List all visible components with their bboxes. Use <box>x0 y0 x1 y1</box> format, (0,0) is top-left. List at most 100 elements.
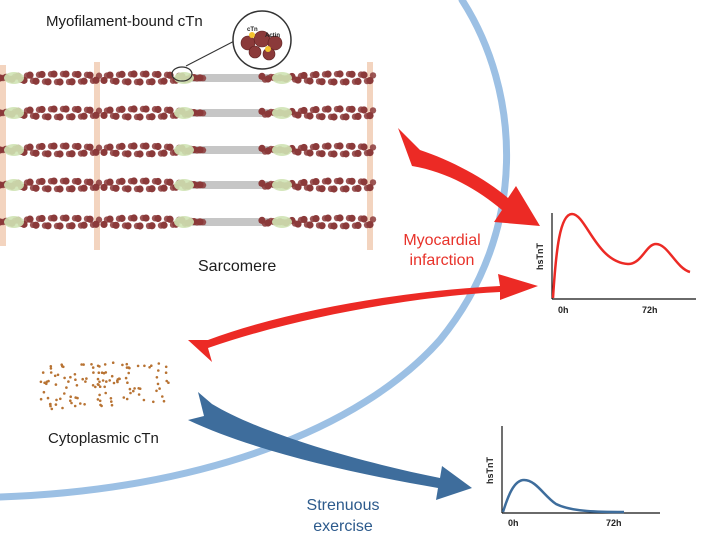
actin-bead <box>148 150 156 158</box>
ctn-dot <box>98 393 101 397</box>
actin-bead <box>336 70 344 78</box>
troponin-patch <box>4 144 24 156</box>
actin-bead <box>100 111 108 120</box>
ctn-dot <box>60 363 63 367</box>
actin-bead <box>44 150 52 158</box>
ctn-dot <box>103 385 106 389</box>
ctn-dot <box>91 384 95 387</box>
ctn-dot <box>158 387 161 390</box>
ctn-dot <box>156 382 160 386</box>
actin-bead <box>342 222 350 230</box>
actin-bead <box>142 105 150 113</box>
ctn-dot <box>84 380 87 383</box>
actin-bead <box>166 106 174 114</box>
ctn-dot <box>155 376 159 379</box>
actin-bead <box>118 177 126 185</box>
actin-bead <box>342 113 350 121</box>
actin-bead <box>330 113 338 121</box>
actin-bead <box>324 105 332 113</box>
ctn-dot <box>59 397 62 401</box>
actin-bead <box>342 150 350 158</box>
actin-bead <box>336 214 344 222</box>
actin-bead <box>306 149 314 157</box>
ctn-dot <box>63 376 66 380</box>
actin-bead <box>80 112 88 120</box>
ctn-dot <box>121 363 124 367</box>
actin-bead <box>106 143 114 151</box>
actin-bead <box>44 113 52 121</box>
actin-bead <box>154 70 162 79</box>
actin-bead <box>330 222 338 230</box>
actin-bead <box>95 179 103 186</box>
ctn-dot <box>65 386 68 389</box>
actin-bead <box>38 105 46 114</box>
ctn-dot <box>126 381 129 385</box>
actin-bead <box>95 107 103 114</box>
ctn-dot <box>69 395 72 399</box>
troponin-patch <box>4 72 24 84</box>
actin-bead <box>360 178 368 186</box>
actin-bead <box>312 143 320 151</box>
actin-bead <box>74 105 82 114</box>
actin-bead <box>369 72 377 79</box>
actin-bead <box>86 143 94 151</box>
ex-y-label: hsTnT <box>485 457 495 484</box>
ctn-dot <box>100 404 103 408</box>
actin-bead <box>199 218 207 226</box>
actin-bead <box>354 221 362 230</box>
actin-bead <box>56 150 64 158</box>
actin-bead <box>44 222 52 230</box>
red-arrow-upper <box>398 128 540 226</box>
cytoplasmic-label: Cytoplasmic cTn <box>48 430 159 447</box>
ctn-dot <box>54 403 58 406</box>
actin-bead <box>354 149 362 158</box>
actin-bead <box>118 142 126 150</box>
actin-bead <box>80 184 88 192</box>
zoom-ctn-label: cTn <box>247 27 258 33</box>
actin-bead <box>68 113 76 121</box>
actin-bead <box>112 112 120 120</box>
ctn-dot <box>98 385 102 389</box>
ex-tick-end: 72h <box>606 518 622 528</box>
actin-bead <box>44 185 52 193</box>
troponin-patch <box>272 216 292 228</box>
actin-bead <box>360 215 368 223</box>
ctn-dot <box>49 367 53 370</box>
actin-bead <box>369 107 377 114</box>
ctn-dot <box>117 377 121 381</box>
actin-bead <box>100 148 108 157</box>
actin-bead <box>130 177 138 185</box>
ctn-dot <box>63 392 66 395</box>
troponin-patch <box>272 179 292 191</box>
actin-bead <box>354 184 362 193</box>
actin-bead <box>68 150 76 158</box>
troponin-patch <box>4 179 24 191</box>
actin-bead <box>32 77 40 85</box>
mi-y-label: hsTnT <box>535 243 545 270</box>
ctn-dot <box>102 371 106 375</box>
actin-bead <box>38 70 46 79</box>
graph-strenuous-exercise <box>501 426 660 514</box>
troponin-patch <box>4 107 24 119</box>
ctn-dot <box>48 402 52 406</box>
actin-bead <box>336 105 344 113</box>
ctn-dot <box>67 380 70 383</box>
mi-tick-start: 0h <box>558 305 569 315</box>
troponin-marker <box>249 32 255 38</box>
ctn-dot <box>96 398 100 401</box>
actin-bead <box>68 78 76 86</box>
actin-bead <box>50 177 58 185</box>
actin-bead <box>74 142 82 151</box>
actin-bead <box>62 142 70 150</box>
ctn-dot <box>164 371 168 375</box>
ctn-dot <box>142 398 146 402</box>
actin-bead <box>80 77 88 85</box>
actin-bead <box>348 105 356 113</box>
actin-bead <box>354 112 362 121</box>
ctn-dot <box>97 371 101 375</box>
myocardial-infarction-label: Myocardial infarction <box>392 231 492 271</box>
actin-bead <box>86 71 94 79</box>
actin-bead <box>68 222 76 230</box>
ctn-dot <box>125 362 129 366</box>
